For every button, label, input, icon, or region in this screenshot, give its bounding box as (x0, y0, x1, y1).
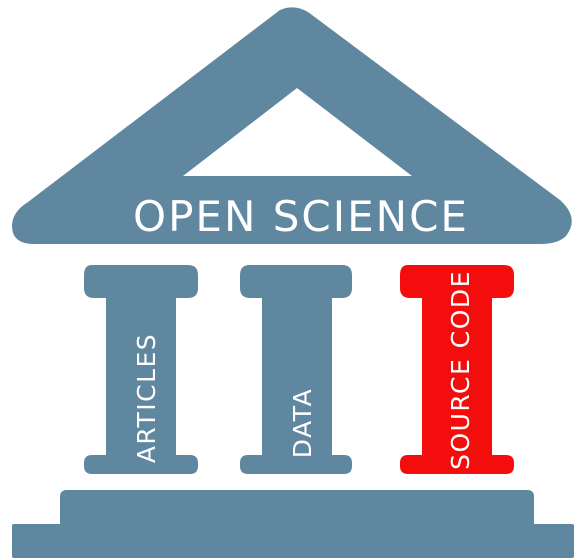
pillar-articles: ARTICLES (84, 265, 198, 474)
pillar-source-code: SOURCE CODE (400, 265, 514, 474)
title-open-science: OPEN SCIENCE (133, 192, 469, 241)
pillar-articles-shape (84, 265, 198, 474)
pillar-articles-label: ARTICLES (132, 333, 161, 463)
base-upper-step (60, 490, 534, 530)
pillar-data-label: DATA (288, 388, 317, 458)
base-lower-step (12, 524, 574, 558)
pillar-source-code-shape (400, 265, 514, 474)
pillar-data-shape (240, 265, 352, 474)
pillar-data: DATA (240, 265, 352, 474)
pillar-source-code-label: SOURCE CODE (446, 270, 475, 470)
temple-roof (12, 7, 572, 244)
